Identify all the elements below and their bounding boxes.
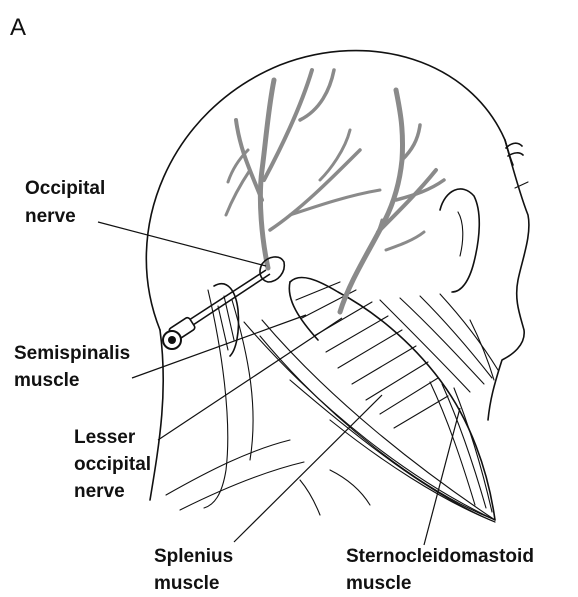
leader-lesser-occipital-nerve: [158, 318, 342, 440]
label-occipital-nerve: Occipital nerve: [25, 178, 105, 227]
leader-occipital-nerve: [98, 222, 266, 266]
panel-label: A: [10, 14, 26, 41]
leader-sternocleidomastoid-muscle: [424, 408, 460, 545]
semispinalis-muscle-drawing: [214, 284, 239, 356]
splenius-muscle-drawing: [289, 277, 495, 520]
label-line: Semispinalis: [14, 343, 130, 364]
occipital-nerve-drawing: [226, 70, 380, 268]
label-line: muscle: [154, 573, 219, 594]
label-lesser-occipital-nerve: Lesser occipital nerve: [74, 427, 151, 502]
label-line: occipital: [74, 454, 151, 475]
label-line: Sternocleidomastoid: [346, 546, 534, 567]
label-line: Splenius: [154, 546, 233, 567]
injection-needle-drawing: [163, 257, 284, 349]
label-line: nerve: [25, 206, 76, 227]
label-line: muscle: [14, 370, 79, 391]
label-line: Lesser: [74, 427, 136, 448]
ear-drawing: [440, 189, 479, 292]
label-sternocleidomastoid-muscle: Sternocleidomastoid muscle: [346, 546, 534, 594]
label-splenius-muscle: Splenius muscle: [154, 546, 233, 594]
label-semispinalis-muscle: Semispinalis muscle: [14, 343, 130, 391]
label-line: nerve: [74, 481, 125, 502]
label-line: muscle: [346, 573, 411, 594]
leader-splenius-muscle: [234, 395, 382, 542]
label-line: Occipital: [25, 178, 105, 199]
lesser-occipital-nerve-drawing: [340, 90, 444, 312]
